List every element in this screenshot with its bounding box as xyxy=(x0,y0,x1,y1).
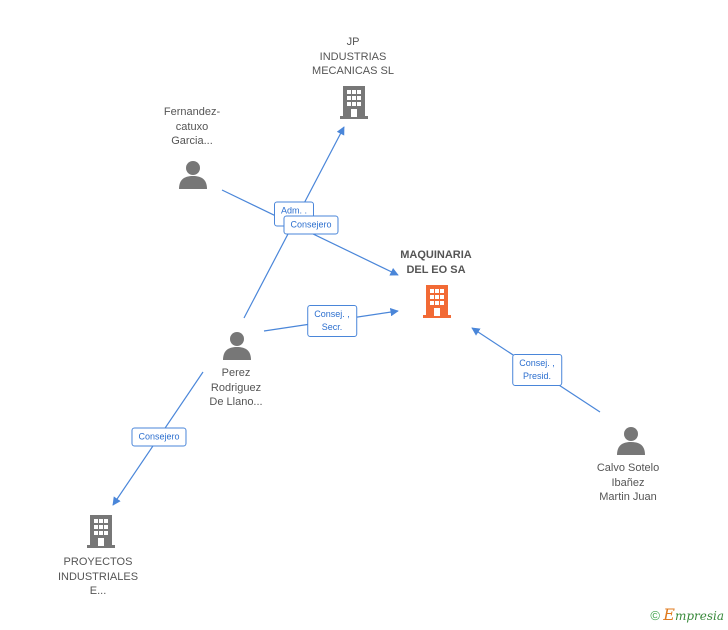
brand-logo-text: mpresia xyxy=(674,609,724,623)
node-label-line: Garcia... xyxy=(171,135,213,147)
edge-label-text: Adm. . xyxy=(280,205,308,216)
edge-label-consej-secr: Consej. , Secr. xyxy=(307,305,357,337)
copyright-symbol: © xyxy=(650,608,660,623)
node-label-line: Fernandez- xyxy=(163,106,221,118)
footer-brand[interactable]: © Empresia xyxy=(650,605,724,624)
edge-label-text: Consejero xyxy=(138,431,180,442)
node-label-line: Rodriguez xyxy=(210,381,262,394)
node-label-perez[interactable]: Perez Rodriguez De Llano... xyxy=(209,366,262,410)
node-label-line: De Llano... xyxy=(209,396,263,408)
edge-label-text: Consej. , xyxy=(519,358,555,368)
node-label-line: INDUSTRIAS xyxy=(319,50,387,63)
node-label-line: Ibañez xyxy=(611,476,645,489)
node-label-line: INDUSTRIALES xyxy=(57,570,139,583)
brand-logo: Empresia xyxy=(663,605,724,624)
node-label-maquinaria[interactable]: MAQUINARIA DEL EO SA xyxy=(400,248,472,277)
person-icon[interactable] xyxy=(178,159,208,189)
node-label-line: DEL EO SA xyxy=(406,263,466,276)
node-label-line: PROYECTOS xyxy=(63,556,133,568)
node-label-line: E... xyxy=(89,585,107,597)
edge-label-text: Consej. , xyxy=(314,309,350,319)
building-icon[interactable] xyxy=(338,84,370,120)
person-icon[interactable] xyxy=(222,330,252,360)
node-label-proyectos[interactable]: PROYECTOS INDUSTRIALES E... xyxy=(58,555,138,599)
edge-label-consej-presid: Consej. , Presid. xyxy=(512,354,562,386)
edge-label-text: Consejero xyxy=(290,219,332,230)
node-label-jp[interactable]: JP INDUSTRIAS MECANICAS SL xyxy=(312,35,394,79)
node-label-line: Calvo Sotelo xyxy=(596,462,660,474)
node-label-line: catuxo xyxy=(175,120,209,133)
edge-label-text: Presid. xyxy=(522,371,551,381)
node-label-fernandez[interactable]: Fernandez- catuxo Garcia... xyxy=(164,105,220,149)
node-label-calvo[interactable]: Calvo Sotelo Ibañez Martin Juan xyxy=(597,461,659,505)
node-label-line: Perez xyxy=(221,367,251,379)
node-label-line: Martin Juan xyxy=(599,491,657,503)
node-label-line: MECANICAS SL xyxy=(312,65,394,77)
node-label-line: JP xyxy=(346,36,360,48)
edge-label-consejero-fernandez: Consejero xyxy=(283,215,339,235)
node-label-line: MAQUINARIA xyxy=(400,249,472,261)
person-icon[interactable] xyxy=(616,425,646,455)
main-building-icon[interactable] xyxy=(421,283,453,319)
edge-label-text: Secr. xyxy=(321,322,343,332)
building-icon[interactable] xyxy=(85,513,117,549)
edge-label-consejero-proyectos: Consejero xyxy=(131,427,187,447)
brand-logo-initial: E xyxy=(663,605,675,624)
